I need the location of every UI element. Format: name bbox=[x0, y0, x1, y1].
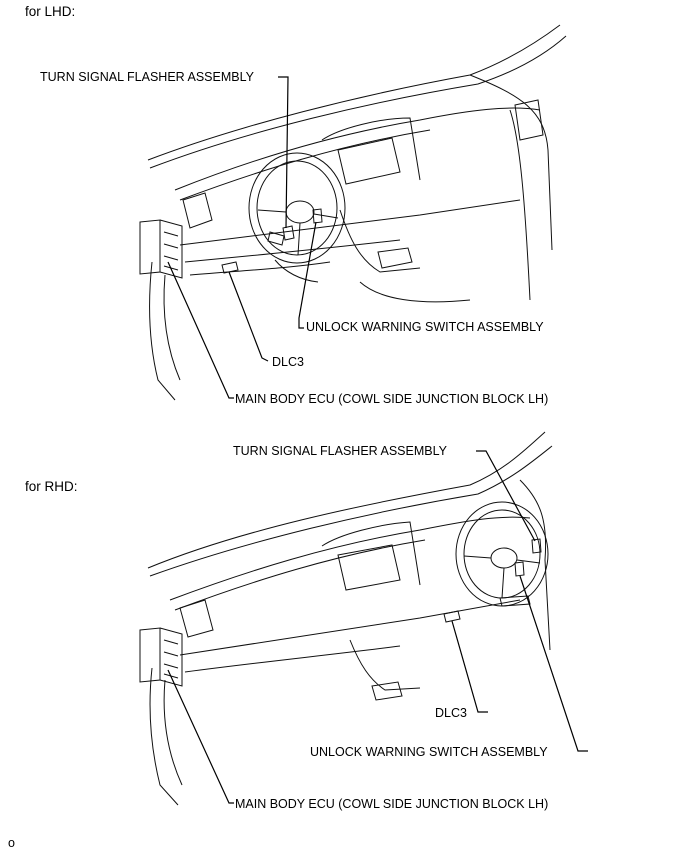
rhd-dlc3-label: DLC3 bbox=[435, 706, 467, 720]
rhd-main-body-ecu-label: MAIN BODY ECU (COWL SIDE JUNCTION BLOCK … bbox=[235, 797, 549, 811]
lhd-main-body-ecu-label: MAIN BODY ECU (COWL SIDE JUNCTION BLOCK … bbox=[235, 392, 549, 406]
rhd-unlock-warning-switch-label: UNLOCK WARNING SWITCH ASSEMBLY bbox=[310, 745, 548, 759]
rhd-turn-signal-flasher-label: TURN SIGNAL FLASHER ASSEMBLY bbox=[233, 444, 447, 458]
lhd-unlock-warning-switch-label: UNLOCK WARNING SWITCH ASSEMBLY bbox=[306, 320, 544, 334]
lhd-turn-signal-flasher-label: TURN SIGNAL FLASHER ASSEMBLY bbox=[40, 70, 254, 84]
section-heading-rhd: for RHD: bbox=[25, 479, 78, 494]
section-heading-lhd: for LHD: bbox=[25, 4, 76, 19]
footer-mark: o bbox=[8, 836, 15, 850]
lhd-dlc3-label: DLC3 bbox=[272, 355, 304, 369]
